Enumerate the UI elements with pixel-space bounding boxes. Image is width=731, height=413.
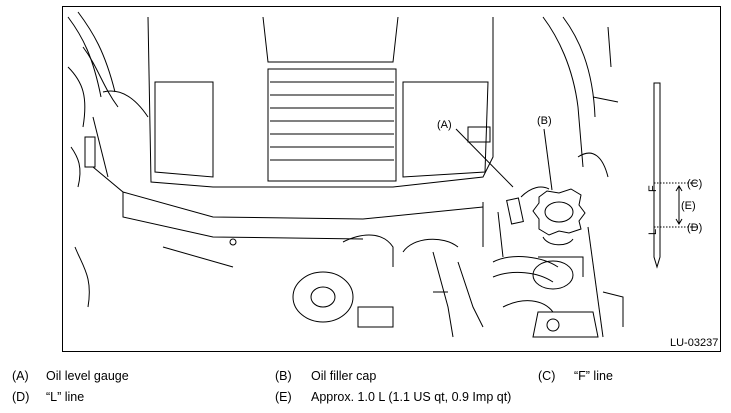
callout-b-leader [543,128,553,191]
right-hose-drawing [542,16,619,338]
engine-diagram-figure: (A) (B) F L (C) (E) (D) LU-03237 [62,6,721,352]
engine-line-drawing: (A) (B) F L (C) (E) (D) LU-03237 [67,11,718,349]
callout-a-label: (A) [437,119,452,131]
callout-e-label: (E) [681,200,696,212]
dipstick-gauge [653,82,697,269]
intake-hose-drawing [67,11,149,308]
legend-key-e: (E) [275,390,292,404]
f-mark: F [647,185,659,192]
callout-b-label: (B) [537,115,552,127]
legend-text-a: Oil level gauge [46,369,129,383]
range-e-arrow [675,185,683,225]
legend-text-e: Approx. 1.0 L (1.1 US qt, 0.9 Imp qt) [311,390,512,404]
legend-key-b: (B) [275,369,292,383]
lower-engine-drawing [292,202,624,338]
callout-d-label: (D) [687,222,702,234]
legend-key-c: (C) [538,369,556,383]
figure-code: LU-03237 [670,337,718,349]
callout-c-label: (C) [687,178,702,190]
oil-level-gauge-handle [506,186,550,225]
legend-text-b: Oil filler cap [311,369,377,383]
engine-cover-drawing [92,16,494,268]
callout-a-leader [455,128,514,188]
legend-text-c: “F” line [574,369,613,383]
legend-text-d: “L” line [46,390,85,404]
legend-key-a: (A) [12,369,29,383]
l-mark: L [647,229,659,235]
oil-filler-cap [532,188,586,246]
legend-key-d: (D) [12,390,30,404]
